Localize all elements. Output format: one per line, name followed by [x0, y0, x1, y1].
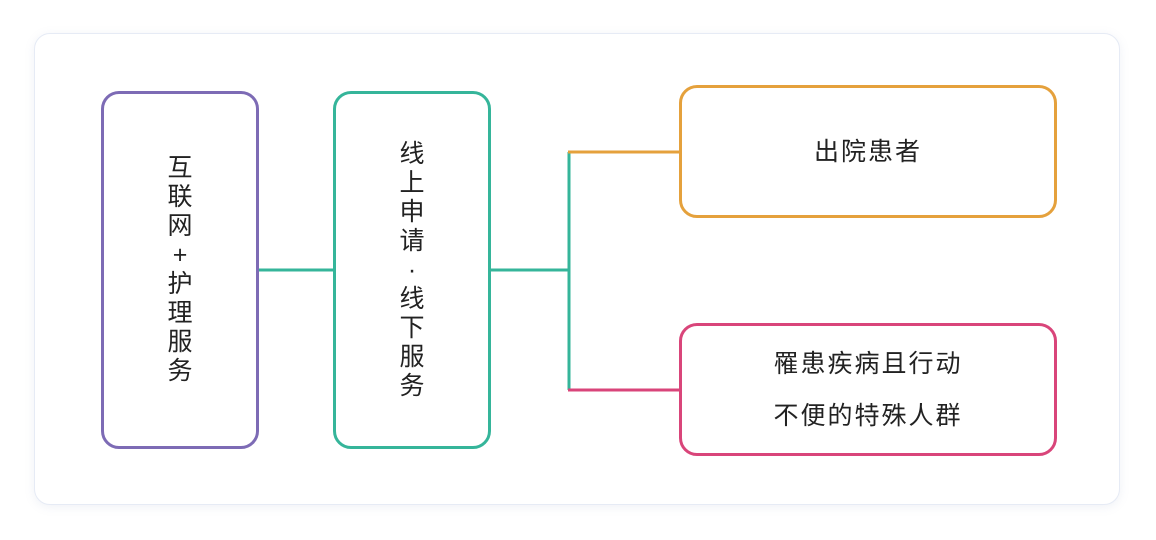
node-char: 务 [167, 357, 193, 385]
node-char: + [172, 241, 188, 269]
node-char: 服 [399, 342, 425, 371]
node-char: 服 [167, 328, 193, 356]
node-char: 护 [167, 270, 193, 298]
node-special-groups: 罹患疾病且行动 不便的特殊人群 [679, 323, 1057, 456]
node-char: 请 [399, 226, 425, 255]
node-char: 联 [167, 183, 193, 211]
node-char: 网 [167, 212, 193, 240]
node-char: 线 [399, 139, 425, 168]
node-internet-nursing: 互 联 网 + 护 理 服 务 [101, 91, 259, 449]
node-label-line-2: 不便的特殊人群 [773, 401, 963, 430]
node-discharged-patients: 出院患者 [679, 85, 1057, 218]
node-char: 务 [399, 371, 425, 400]
node-label-line-1: 罹患疾病且行动 [773, 349, 963, 378]
node-label: 出院患者 [813, 137, 922, 166]
node-char: 上 [399, 168, 425, 197]
node-char: 申 [399, 197, 425, 226]
node-char: · [407, 255, 417, 284]
node-online-offline: 线 上 申 请 · 线 下 服 务 [333, 91, 491, 449]
node-char: 理 [167, 299, 193, 327]
node-char: 下 [399, 313, 425, 342]
node-char: 互 [167, 154, 193, 182]
node-char: 线 [399, 284, 425, 313]
